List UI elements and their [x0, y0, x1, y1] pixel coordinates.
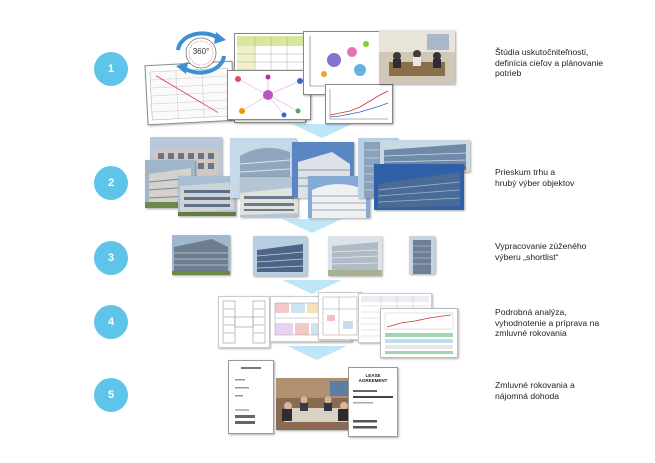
step-5-text: Zmluvné rokovania a nájomná dohoda — [495, 380, 575, 401]
arrow-down-icon — [287, 346, 347, 360]
step-2-circle: 2 — [94, 166, 128, 200]
step-2-text: Prieskum trhu a hrubý výber objektov — [495, 167, 575, 188]
step-4-circle: 4 — [94, 305, 128, 339]
step-3-circle: 3 — [94, 241, 128, 275]
line-chart-document — [325, 84, 393, 124]
scoring-chart-document — [380, 308, 458, 358]
shortlist-building-photo — [328, 236, 382, 276]
contract-cover-document — [228, 360, 274, 434]
360-view-badge: 360° — [172, 30, 230, 76]
arrow-down-icon — [282, 219, 342, 233]
arrow-down-icon — [282, 280, 342, 294]
step-3-text: Vypracovanie zúženého výberu „shortlist“ — [495, 241, 587, 262]
step-1-circle: 1 — [94, 52, 128, 86]
lease-agreement-title: LEASE AGREEMENT — [358, 373, 388, 383]
network-diagram-document — [227, 70, 311, 120]
lease-agreement-document: LEASE AGREEMENT — [348, 367, 398, 437]
step-1-text: Štúdia uskutočniteľnosti, definícia cieľ… — [495, 47, 604, 78]
negotiation-meeting-photo — [276, 378, 356, 430]
building-photo — [240, 177, 298, 217]
building-photo — [178, 176, 236, 216]
floor-plan-document — [218, 296, 270, 348]
step-5-circle: 5 — [94, 378, 128, 412]
shortlist-building-photo — [409, 236, 435, 274]
building-photo — [374, 164, 464, 210]
360-label: 360° — [192, 47, 210, 56]
shortlist-building-photo — [172, 235, 230, 275]
feasibility-table-document — [144, 60, 236, 126]
site-plan-document — [318, 292, 362, 340]
arrow-down-icon — [292, 124, 352, 138]
step-4-text: Podrobná analýza, vyhodnotenie a príprav… — [495, 307, 600, 338]
shortlist-building-photo — [253, 236, 307, 276]
meeting-photo — [379, 30, 455, 84]
